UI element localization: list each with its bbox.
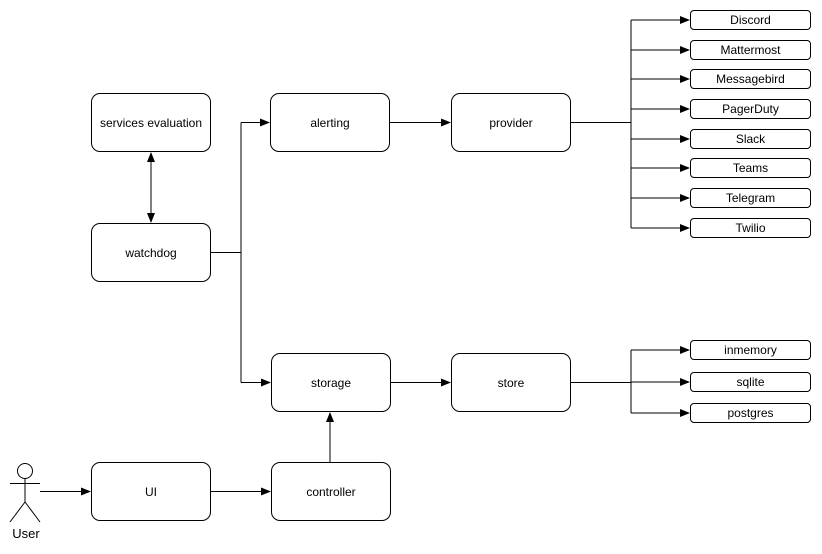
provider-target-slack: Slack bbox=[690, 129, 811, 149]
provider-target-twilio: Twilio bbox=[690, 218, 811, 238]
node-alerting: alerting bbox=[270, 93, 390, 152]
node-store: store bbox=[451, 353, 571, 412]
store-target-sqlite: sqlite bbox=[690, 372, 811, 392]
provider-target-discord: Discord bbox=[690, 10, 811, 30]
provider-target-messagebird: Messagebird bbox=[690, 69, 811, 89]
store-target-postgres: postgres bbox=[690, 403, 811, 423]
edge-store-fanout bbox=[571, 346, 690, 417]
user-actor-icon bbox=[9, 463, 41, 523]
node-services-evaluation: services evaluation bbox=[91, 93, 211, 152]
user-actor-label: User bbox=[12, 526, 40, 541]
store-target-inmemory: inmemory bbox=[690, 340, 811, 360]
provider-target-teams: Teams bbox=[690, 158, 811, 178]
provider-target-mattermost: Mattermost bbox=[690, 40, 811, 60]
node-storage: storage bbox=[271, 353, 391, 412]
node-controller: controller bbox=[271, 462, 391, 521]
provider-target-pagerduty: PagerDuty bbox=[690, 99, 811, 119]
node-ui: UI bbox=[91, 462, 211, 521]
edge-watchdog-branch bbox=[211, 118, 271, 387]
provider-target-telegram: Telegram bbox=[690, 188, 811, 208]
node-provider: provider bbox=[451, 93, 571, 152]
edge-provider-fanout bbox=[571, 16, 690, 232]
node-watchdog: watchdog bbox=[91, 223, 211, 282]
